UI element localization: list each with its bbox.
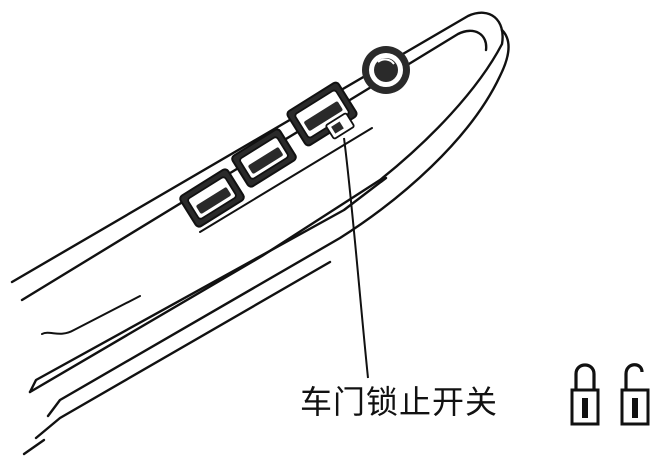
armrest-lower-edge [28,176,388,394]
armrest-outline [10,11,504,394]
door-lock-switch-label: 车门锁止开关 [300,383,499,421]
door-lock-switch [325,112,355,140]
unlock-icon [620,363,650,426]
mirror-knob-icon [362,46,410,94]
armrest-groove [41,295,141,335]
window-switch-rear-right [231,128,297,188]
window-switch-front [286,81,358,147]
armrest-bottom-3 [22,438,46,456]
armrest-bottom-2 [34,260,332,440]
callout-leader-line [343,137,369,379]
switch-recess [199,127,373,233]
armrest-inner-edge [20,29,488,302]
window-switch-rear-left [179,168,245,228]
lock-icon [570,363,600,426]
armrest-bottom-1 [46,28,510,418]
